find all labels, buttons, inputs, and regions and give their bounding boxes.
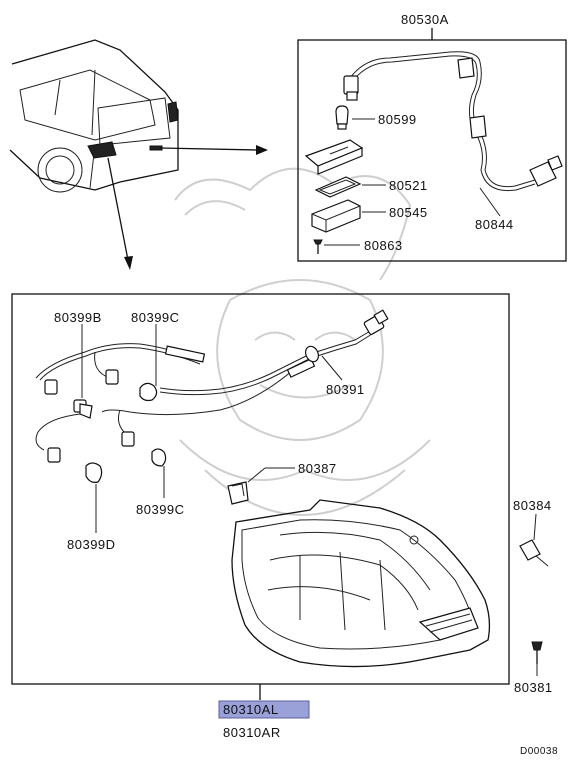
harness-80530A [343, 51, 563, 192]
label-80391: 80391 [326, 382, 365, 397]
label-80399D: 80399D [67, 537, 116, 552]
label-80599: 80599 [378, 112, 417, 127]
screw-80863 [313, 239, 323, 254]
arrow-to-license-lamp [159, 145, 268, 155]
socket-80399B [44, 379, 93, 419]
arrow-to-tail-lamp [107, 157, 133, 270]
tail-lamp-body [231, 499, 491, 668]
vehicle-rear-illustration [9, 39, 179, 193]
part-number-80310AL[interactable]: 80310AL [218, 700, 310, 719]
label-80310AR: 80310AR [223, 725, 281, 740]
housing-80545 [311, 199, 361, 233]
label-80545: 80545 [389, 205, 428, 220]
label-80521: 80521 [389, 178, 428, 193]
socket-80399D [47, 447, 103, 483]
label-80399C-bottom: 80399C [136, 502, 185, 517]
grommet-80384 [519, 539, 549, 567]
lens-80521 [314, 176, 362, 198]
socket-80399C-upper [105, 369, 158, 402]
label-80387: 80387 [298, 461, 337, 476]
label-80530A: 80530A [401, 12, 449, 27]
label-80863: 80863 [364, 238, 403, 253]
label-80381: 80381 [514, 680, 553, 695]
clip-80387 [227, 481, 249, 505]
label-80310AL: 80310AL [223, 702, 279, 717]
screw-80381 [531, 641, 543, 664]
socket-80399C-lower [121, 431, 167, 467]
label-80384: 80384 [513, 498, 552, 513]
label-80399B: 80399B [54, 310, 102, 325]
bulb-80599 [335, 105, 349, 130]
harness-80391 [35, 309, 389, 451]
diagram-code: D00038 [520, 746, 558, 757]
lamp-base [304, 139, 364, 175]
label-80844: 80844 [475, 217, 514, 232]
label-80399C-top: 80399C [131, 310, 180, 325]
